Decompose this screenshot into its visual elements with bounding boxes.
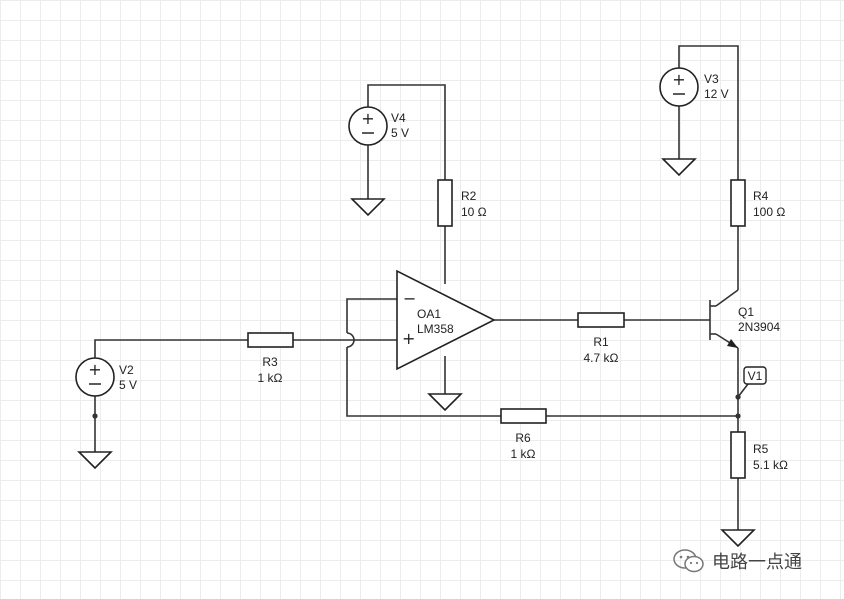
r3-name: R3 [262, 355, 278, 369]
voltage-source-v3[interactable]: + [659, 67, 699, 107]
r5-name: R5 [753, 442, 769, 456]
ground-symbol [350, 198, 386, 217]
voltage-source-v4[interactable]: + [348, 106, 388, 146]
opamp-plus-sign: + [402, 329, 415, 348]
junction-dot [735, 413, 741, 419]
q1-value: 2N3904 [738, 320, 780, 334]
wires [94, 45, 739, 530]
ground-symbol [427, 393, 463, 412]
v3-value: 12 V [704, 87, 729, 101]
resistor-r6[interactable] [500, 408, 547, 424]
r1-value: 4.7 kΩ [584, 351, 619, 365]
r6-value: 1 kΩ [511, 447, 536, 461]
r3-value: 1 kΩ [258, 371, 283, 385]
probe-label: V1 [748, 369, 763, 383]
r1-name: R1 [593, 335, 609, 349]
r2-name: R2 [461, 189, 477, 203]
v2-name: V2 [119, 363, 134, 377]
resistor-r3[interactable] [247, 332, 294, 348]
q1-name: Q1 [738, 305, 754, 319]
r4-value: 100 Ω [753, 205, 785, 219]
resistor-r2[interactable] [437, 179, 453, 227]
v4-name: V4 [391, 111, 406, 125]
v4-value: 5 V [391, 126, 409, 140]
opamp-minus-sign: − [403, 289, 416, 308]
voltage-probe-v1[interactable]: V1 [737, 366, 767, 398]
resistor-r1[interactable] [577, 312, 625, 328]
oa1-name: OA1 [417, 307, 441, 321]
wechat-icon [673, 549, 704, 573]
r6-name: R6 [515, 431, 531, 445]
v2-value: 5 V [119, 378, 137, 392]
resistor-r4[interactable] [730, 179, 746, 227]
opamp-oa1[interactable] [396, 269, 496, 371]
voltage-source-v2[interactable]: + [75, 357, 115, 397]
r4-name: R4 [753, 189, 769, 203]
svg-text:+: + [88, 360, 101, 379]
r5-value: 5.1 kΩ [753, 458, 788, 472]
junction-dot [92, 413, 98, 419]
ground-symbol [661, 158, 697, 177]
ground-symbol [77, 451, 113, 470]
emitter-arrow-icon [727, 339, 738, 348]
watermark-text: 电路一点通 [712, 552, 802, 573]
transistor-q1[interactable] [709, 300, 738, 348]
svg-text:+: + [361, 109, 374, 128]
watermark: 电路一点通 [672, 548, 802, 574]
resistor-r5[interactable] [730, 431, 746, 479]
r2-value: 10 Ω [461, 205, 487, 219]
v3-name: V3 [704, 72, 719, 86]
svg-text:+: + [672, 70, 685, 89]
oa1-value: LM358 [417, 322, 454, 336]
ground-symbol [720, 529, 756, 548]
